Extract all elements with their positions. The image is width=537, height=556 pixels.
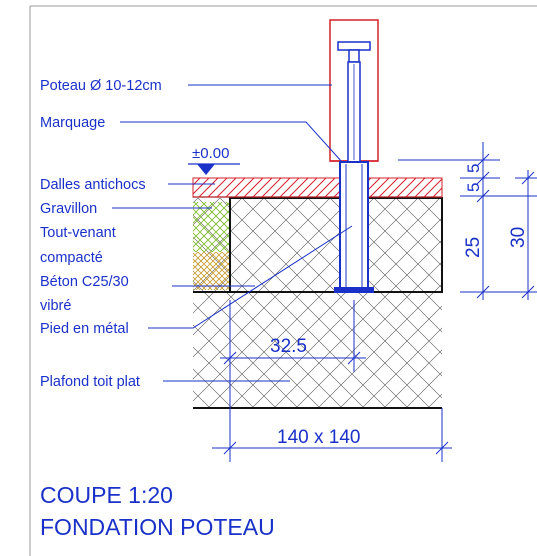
concrete-strip <box>193 252 229 290</box>
callout-poteau: Poteau Ø 10-12cm <box>40 78 332 94</box>
dim-25: 25 <box>463 237 484 258</box>
callout-beton: Béton C25/30 vibré <box>40 274 255 314</box>
dimension-32-5 <box>220 300 366 372</box>
label-tout-venant-1: Tout-venant <box>40 225 116 241</box>
roof-slab-layer <box>193 292 442 408</box>
callout-marquage: Marquage <box>40 115 343 163</box>
dim-140x140: 140 x 140 <box>277 427 360 448</box>
label-marquage: Marquage <box>40 115 105 131</box>
label-poteau: Poteau Ø 10-12cm <box>40 78 162 94</box>
label-gravillon: Gravillon <box>40 201 97 217</box>
metal-foot-plate-top <box>337 41 371 51</box>
safety-slab <box>192 177 443 198</box>
callout-tout-venant: Tout-venant compacté <box>40 225 116 266</box>
dimension-vertical-right <box>398 142 537 300</box>
title-line-1: COUPE 1:20 <box>40 482 173 508</box>
label-beton-2: vibré <box>40 298 71 314</box>
callout-dalles: Dalles antichocs <box>40 177 215 193</box>
level-text: ±0.00 <box>192 145 229 162</box>
dim-32-5: 32.5 <box>270 336 307 357</box>
title-line-2: FONDATION POTEAU <box>40 514 275 540</box>
dim-30: 30 <box>508 227 529 248</box>
callout-plafond: Plafond toit plat <box>40 374 290 390</box>
dim-5-bottom: 5 <box>464 183 483 192</box>
label-beton-1: Béton C25/30 <box>40 274 129 290</box>
label-plafond: Plafond toit plat <box>40 374 140 390</box>
label-tout-venant-2: compacté <box>40 250 103 266</box>
gravel-strip <box>193 202 229 252</box>
label-pied: Pied en métal <box>40 321 129 337</box>
label-dalles: Dalles antichocs <box>40 177 146 193</box>
callout-pied: Pied en métal <box>40 225 353 337</box>
callout-gravillon: Gravillon <box>40 201 212 217</box>
level-marker: ±0.00 <box>188 145 240 175</box>
dimension-140 <box>212 372 452 462</box>
dim-5-top: 5 <box>464 164 483 173</box>
metal-foot-tube <box>339 161 369 291</box>
ground-layer <box>193 198 442 292</box>
metal-foot-base-plate <box>334 287 374 293</box>
metal-foot-neck <box>348 49 360 63</box>
